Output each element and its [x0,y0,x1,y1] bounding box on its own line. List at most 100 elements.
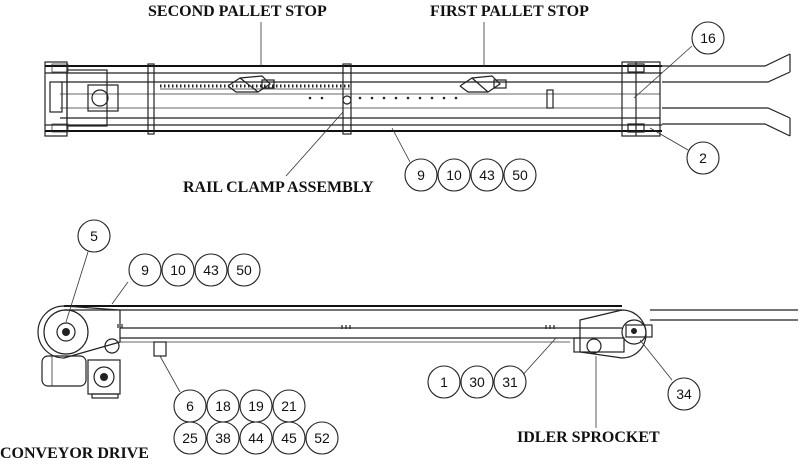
svg-text:10: 10 [446,167,462,183]
svg-text:44: 44 [248,430,264,446]
ext-rail-top-1 [662,53,791,67]
first-pallet-stop-mech [459,75,507,93]
second-pallet-stop-mech [227,75,275,93]
balloon-52: 52 [305,421,339,455]
balloon-1: 1 [427,365,461,399]
balloon-6: 6 [173,389,207,423]
sprocket-bot [51,123,69,133]
ext-rail-bot-2 [662,123,791,137]
svg-text:16: 16 [700,30,716,46]
balloon-44: 44 [239,421,273,455]
balloon-16: 16 [691,21,725,55]
sprocket-top [51,63,69,73]
svg-text:43: 43 [203,262,219,278]
balloon-25: 25 [173,421,207,455]
leader-6 [159,355,181,393]
drive-housing [66,69,108,127]
idler-sprocket-bot [627,123,645,133]
drive-sprocket-inner [56,322,76,342]
idler-end-frame [621,61,661,137]
label-conveyor-drive: CONVEYOR DRIVE [0,445,149,462]
label-second-pallet-stop: SECOND PALLET STOP [148,3,327,20]
balloon-34: 34 [667,377,701,411]
svg-text:34: 34 [676,386,692,402]
balloon-10-top: 10 [437,158,471,192]
balloon-30: 30 [460,365,494,399]
leader-2 [649,127,689,151]
balloon-5: 5 [77,219,111,253]
leader-rail-clamp [285,111,344,177]
balloon-50-top: 50 [503,158,537,192]
leader-16 [633,45,693,99]
idler-sprocket-top [627,63,645,73]
gearbox-hub [91,89,109,107]
svg-text:18: 18 [215,398,231,414]
svg-text:9: 9 [141,262,149,278]
svg-text:6: 6 [186,398,194,414]
label-rail-clamp-assembly: RAIL CLAMP ASSEMBLY [183,179,374,196]
side-view: CONVEYOR DRIVE IDLER SPROCKET 5 9 10 43 … [0,219,798,462]
leader-9-top [391,127,411,163]
leader-9-side [111,281,129,305]
svg-text:19: 19 [248,398,264,414]
label-first-pallet-stop: FIRST PALLET STOP [430,3,589,20]
motor-body [41,355,87,387]
balloon-21: 21 [272,389,306,423]
svg-text:43: 43 [479,167,495,183]
svg-text:1: 1 [440,374,448,390]
svg-text:38: 38 [215,430,231,446]
svg-text:31: 31 [502,374,518,390]
svg-text:5: 5 [90,228,98,244]
idler-sprocket-slot [625,324,653,338]
drive-shaft-block [49,81,63,113]
svg-text:45: 45 [281,430,297,446]
label-idler-sprocket: IDLER SPROCKET [517,429,660,446]
drive-sprocket-outer [43,309,89,355]
balloon-2: 2 [686,141,720,175]
svg-text:50: 50 [512,167,528,183]
svg-text:50: 50 [236,262,252,278]
drive-end-housing [37,305,121,359]
hole-row [308,96,458,100]
drive-sprocket-hub [62,328,70,336]
clamp-2 [546,89,554,109]
gearbox-output [93,366,115,388]
gearbox-center [100,373,108,381]
rail-clamp-post [342,63,352,135]
gearbox-top [87,84,119,112]
ext-rail-top-2 [662,71,791,83]
svg-text:52: 52 [314,430,330,446]
side-clamp-marks [117,324,555,329]
svg-text:10: 10 [170,262,186,278]
balloon-38: 38 [206,421,240,455]
leader-5 [65,251,89,323]
drive-takeup-roller [104,338,120,354]
leader-31 [519,337,557,379]
balloon-9-top: 9 [404,158,438,192]
svg-text:9: 9 [417,167,425,183]
balloon-18: 18 [206,389,240,423]
idler-end-housing [579,309,647,359]
idler-sprocket-outer [621,319,647,345]
balloon-50-side: 50 [227,253,261,287]
idler-takeup-roller [586,338,602,354]
balloon-31: 31 [493,365,527,399]
crossmember-1 [147,63,155,135]
drive-bracket [153,341,167,357]
svg-text:21: 21 [281,398,297,414]
svg-text:2: 2 [699,150,707,166]
balloon-43-side: 43 [194,253,228,287]
balloon-10-side: 10 [161,253,195,287]
balloon-9-side: 9 [128,253,162,287]
svg-text:25: 25 [182,430,198,446]
balloon-19: 19 [239,389,273,423]
balloon-45: 45 [272,421,306,455]
ext-rail-bot-1 [662,107,791,119]
svg-text:30: 30 [469,374,485,390]
leader-34 [639,339,673,381]
idler-sprocket-hub [631,328,637,334]
idler-base [573,337,625,353]
balloon-43-top: 43 [470,158,504,192]
